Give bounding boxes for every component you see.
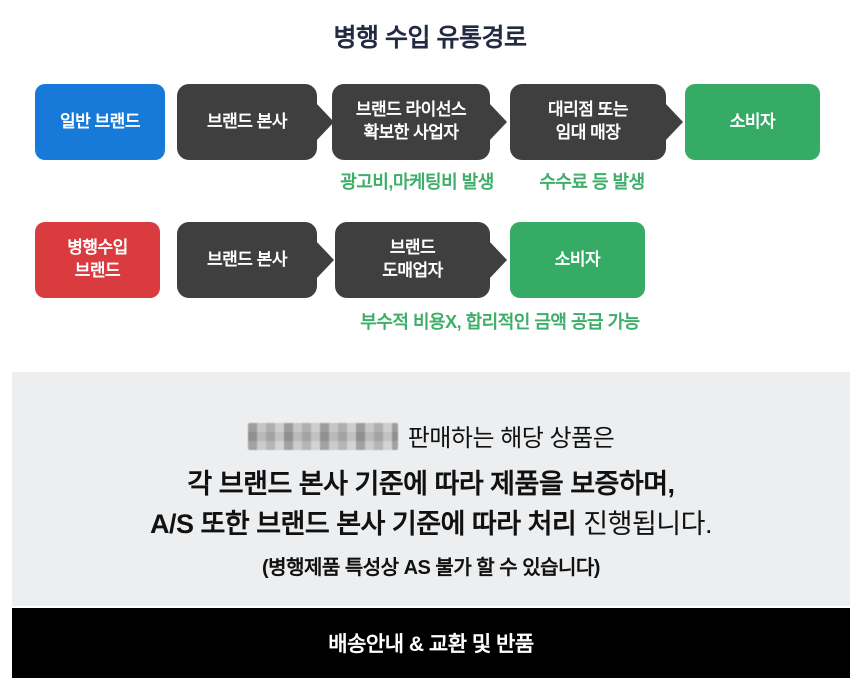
arrow-right-icon — [489, 241, 507, 279]
row1-step-licensee-box: 브랜드 라이선스 확보한 사업자 — [332, 84, 507, 160]
row2-step-wholesaler-box: 브랜드 도매업자 — [335, 222, 507, 298]
general-brand-label: 일반 브랜드 — [60, 111, 140, 131]
row1-step-headquarters-label: 브랜드 본사 — [207, 111, 287, 131]
row1-step-store-label: 대리점 또는 임대 매장 — [548, 100, 628, 142]
row1-step-licensee-label: 브랜드 라이선스 확보한 사업자 — [355, 100, 467, 142]
arrow-right-icon — [316, 241, 334, 279]
guarantee-panel: 판매하는 해당 상품은 각 브랜드 본사 기준에 따라 제품을 보증하며, A/… — [12, 372, 850, 606]
arrow-right-icon — [489, 103, 507, 141]
commission-cost-note: 수수료 등 발생 — [539, 172, 645, 192]
parallel-import-brand-label: 병행수입 브랜드 — [67, 238, 128, 280]
shipping-returns-bar[interactable]: 배송안내 & 교환 및 반품 — [12, 608, 850, 678]
row2-step-headquarters-box: 브랜드 본사 — [177, 222, 334, 298]
row1-step-store-box: 대리점 또는 임대 매장 — [510, 84, 683, 160]
guarantee-line-3-bold: A/S 또한 브랜드 본사 기준에 따라 처리 — [150, 509, 577, 539]
guarantee-line-3-regular: 진행됩니다. — [576, 509, 712, 539]
arrow-right-icon — [316, 103, 334, 141]
guarantee-line-2: 각 브랜드 본사 기준에 따라 제품을 보증하며, — [187, 469, 675, 499]
parallel-import-brand-box: 병행수입 브랜드 — [35, 222, 160, 298]
row2-step-wholesaler-label: 브랜드 도매업자 — [382, 238, 443, 280]
row2-step-headquarters-label: 브랜드 본사 — [207, 249, 287, 269]
row1-consumer-box: 소비자 — [685, 84, 820, 160]
no-extra-cost-note: 부수적 비용X, 합리적인 금액 공급 가능 — [360, 312, 640, 332]
guarantee-line-4: (병행제품 특성상 AS 불가 할 수 있습니다) — [262, 557, 600, 579]
guarantee-line-1-text: 판매하는 해당 상품은 — [407, 425, 615, 452]
guarantee-line-1: 판매하는 해당 상품은 — [12, 422, 850, 456]
row1-consumer-label: 소비자 — [729, 111, 776, 131]
row2-consumer-label: 소비자 — [554, 249, 601, 269]
blurred-brand-name — [247, 423, 398, 450]
row1-step-headquarters-box: 브랜드 본사 — [177, 84, 334, 160]
arrow-right-icon — [665, 103, 683, 141]
page-title: 병행 수입 유통경로 — [333, 24, 527, 52]
guarantee-line-3: A/S 또한 브랜드 본사 기준에 따라 처리 진행됩니다. — [12, 506, 850, 542]
ad-marketing-cost-note: 광고비,마케팅비 발생 — [340, 172, 494, 192]
row2-consumer-box: 소비자 — [510, 222, 645, 298]
general-brand-box: 일반 브랜드 — [35, 84, 165, 160]
